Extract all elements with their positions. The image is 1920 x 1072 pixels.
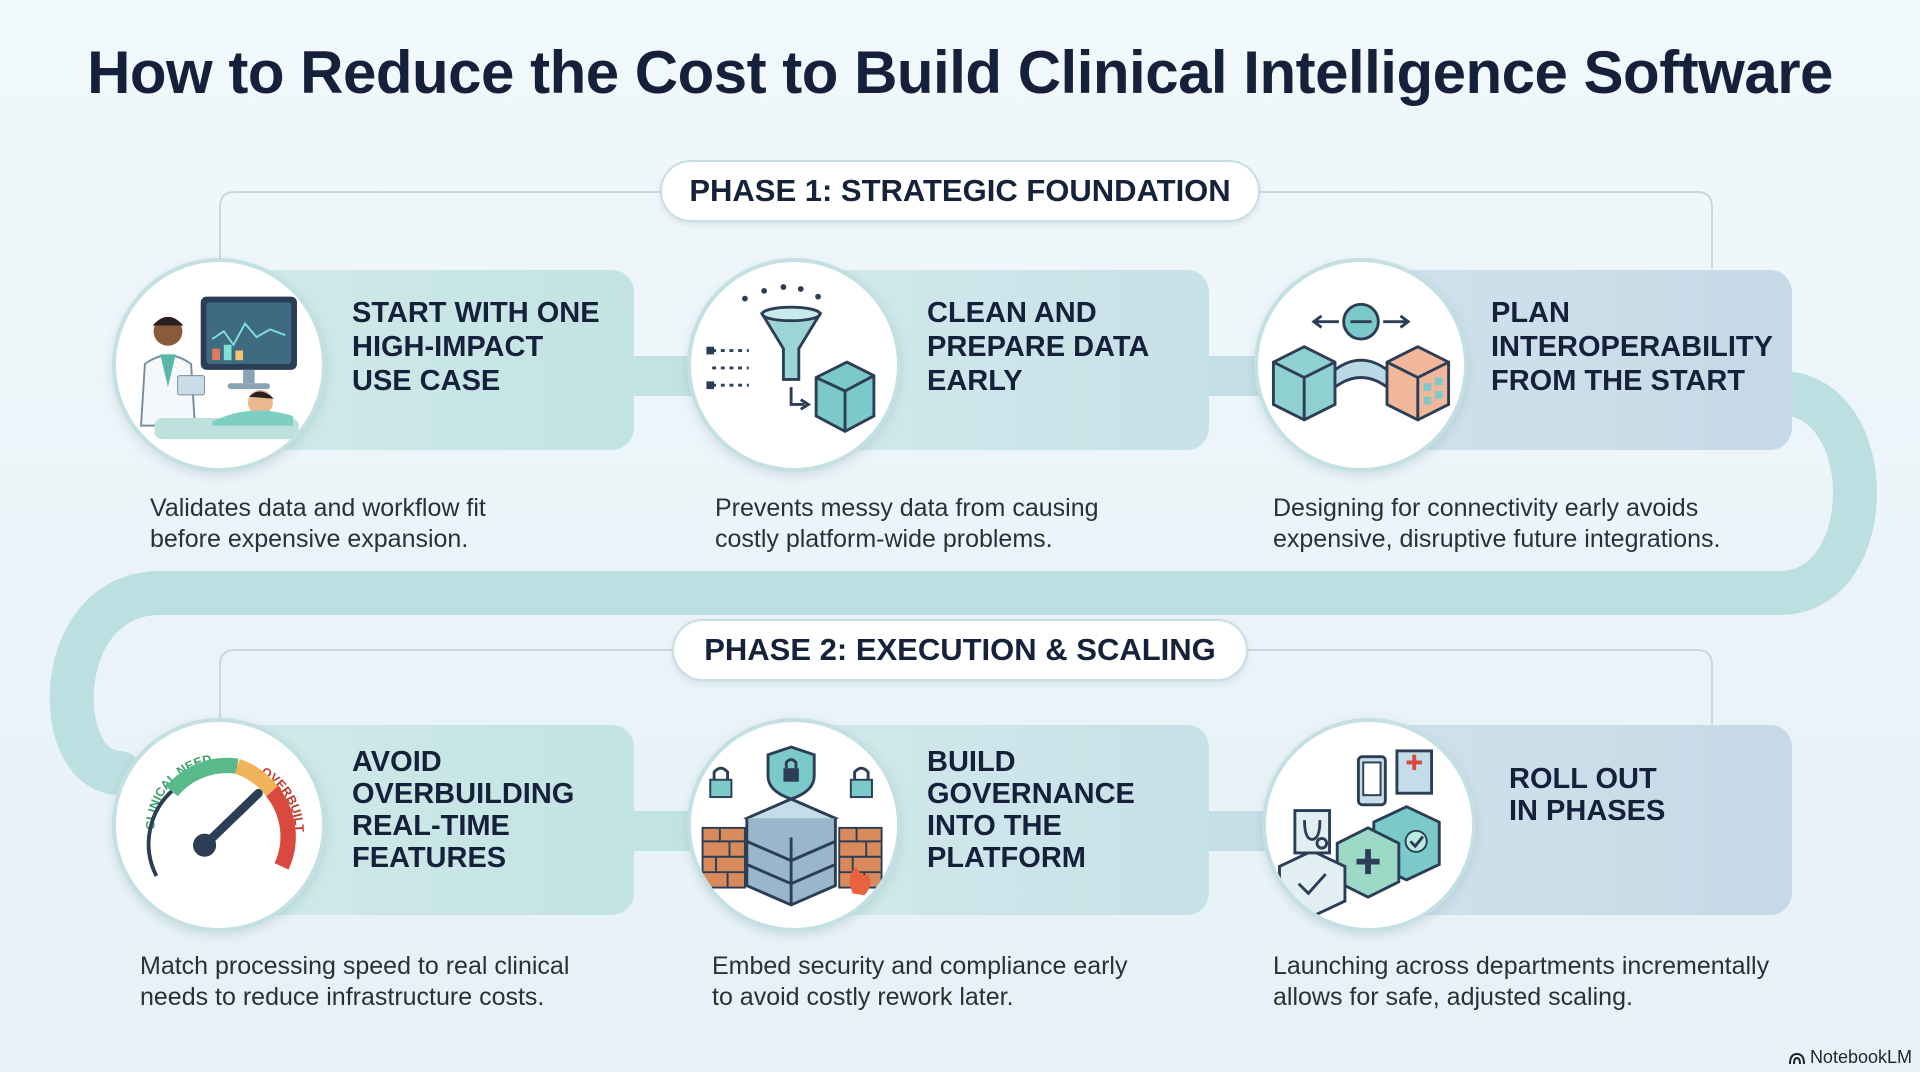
- step-desc-rollout: Launching across departments incremental…: [1273, 952, 1770, 1011]
- step-title-governance: BUILD GOVERNANCE INTO THE PLATFORM: [927, 746, 1135, 874]
- step-title-real-time: AVOID OVERBUILDING REAL-TIME FEATURES: [352, 746, 575, 874]
- step-desc-use-case: Validates data and workflow fit before e…: [150, 494, 486, 553]
- step-desc-interoperability: Designing for connectivity early avoids …: [1273, 494, 1721, 553]
- speed-gauge-icon: CLINICAL NEED OVERBUILT: [112, 718, 326, 932]
- connected-blocks-icon: [1254, 258, 1468, 472]
- step-title-clean-data: CLEAN AND PREPARE DATA EARLY: [927, 297, 1150, 397]
- security-server-icon: [687, 718, 901, 932]
- page-title: How to Reduce the Cost to Build Clinical…: [87, 39, 1833, 106]
- step-title-interoperability: PLAN INTEROPERABILITY FROM THE START: [1491, 297, 1773, 397]
- step-title-use-case: START WITH ONE HIGH-IMPACT USE CASE: [352, 297, 600, 397]
- notebooklm-brand: NotebookLM: [1788, 1047, 1912, 1068]
- data-funnel-icon: [687, 258, 901, 472]
- step-title-rollout: ROLL OUT IN PHASES: [1509, 763, 1666, 827]
- phase-1-label: PHASE 1: STRATEGIC FOUNDATION: [660, 160, 1260, 222]
- notebooklm-logo-icon: [1788, 1052, 1805, 1064]
- brand-label: NotebookLM: [1809, 1047, 1912, 1067]
- phase-2-label: PHASE 2: EXECUTION & SCALING: [672, 619, 1248, 681]
- step-desc-governance: Embed security and compliance early to a…: [712, 952, 1128, 1011]
- step-desc-real-time: Match processing speed to real clinical …: [140, 952, 570, 1011]
- step-desc-clean-data: Prevents messy data from causing costly …: [715, 494, 1099, 553]
- hospital-modules-icon: [1262, 718, 1476, 932]
- clinician-monitor-icon: [112, 258, 326, 472]
